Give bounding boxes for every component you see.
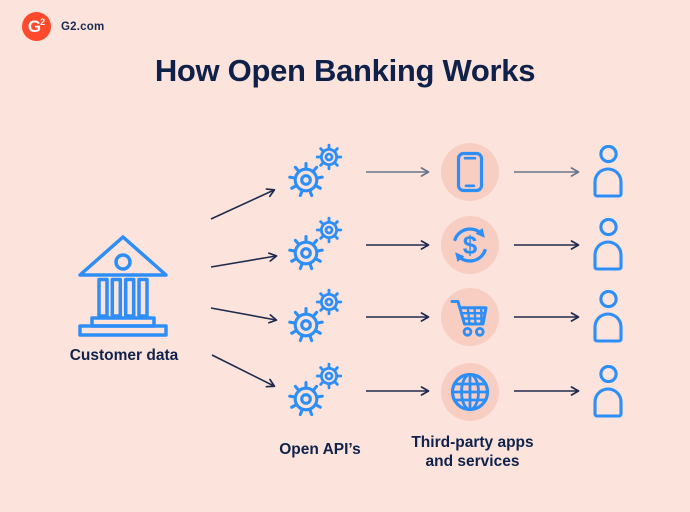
third-party-apps-label-line2: and services [425, 452, 520, 470]
bank-column [110, 277, 123, 318]
app-circle-currency-exchange: $ [441, 216, 499, 274]
gear-teeth [315, 143, 343, 171]
currency-exchange-icon: $ [453, 227, 487, 263]
arrow-bank-to-api-2 [210, 252, 278, 268]
brand-text: G2.com [61, 21, 105, 33]
bank-icon [78, 235, 168, 337]
person-icon [593, 145, 623, 198]
bank-base [78, 324, 168, 337]
g2-logo-letter: G [27, 17, 42, 36]
dollar-sign: $ [463, 230, 478, 260]
page-title: How Open Banking Works [154, 53, 536, 88]
gears-icon [288, 288, 343, 343]
gears-icon [288, 216, 343, 271]
person-icon [593, 218, 623, 271]
bank-pediment [78, 235, 168, 277]
smartphone-icon [456, 151, 484, 193]
third-party-apps-label: Third-party apps and services [385, 434, 560, 471]
app-circle-shopping-cart [441, 288, 499, 346]
globe-icon [450, 372, 490, 412]
bank-pediment-circle [114, 253, 132, 271]
open-apis-label: Open API’s [279, 441, 361, 458]
app-circle-smartphone [441, 143, 499, 201]
arrow-bank-to-api-3 [210, 307, 278, 324]
gears-icon [288, 362, 343, 417]
person-icon [593, 365, 623, 418]
shopping-cart-icon [450, 300, 488, 337]
bank-column [97, 277, 109, 318]
g2-logo-superscript: 2 [40, 16, 46, 27]
third-party-apps-label-line1: Third-party apps [411, 434, 534, 451]
person-icon [593, 290, 623, 343]
arrow-bank-to-api-1 [210, 188, 276, 220]
gear-teeth [288, 161, 324, 198]
bank-column [137, 277, 149, 318]
bank-column [123, 277, 136, 318]
app-circle-globe [441, 363, 499, 421]
gears-icon [288, 143, 343, 198]
customer-data-label: Customer data [69, 347, 179, 364]
arrow-bank-to-api-4 [211, 354, 276, 388]
